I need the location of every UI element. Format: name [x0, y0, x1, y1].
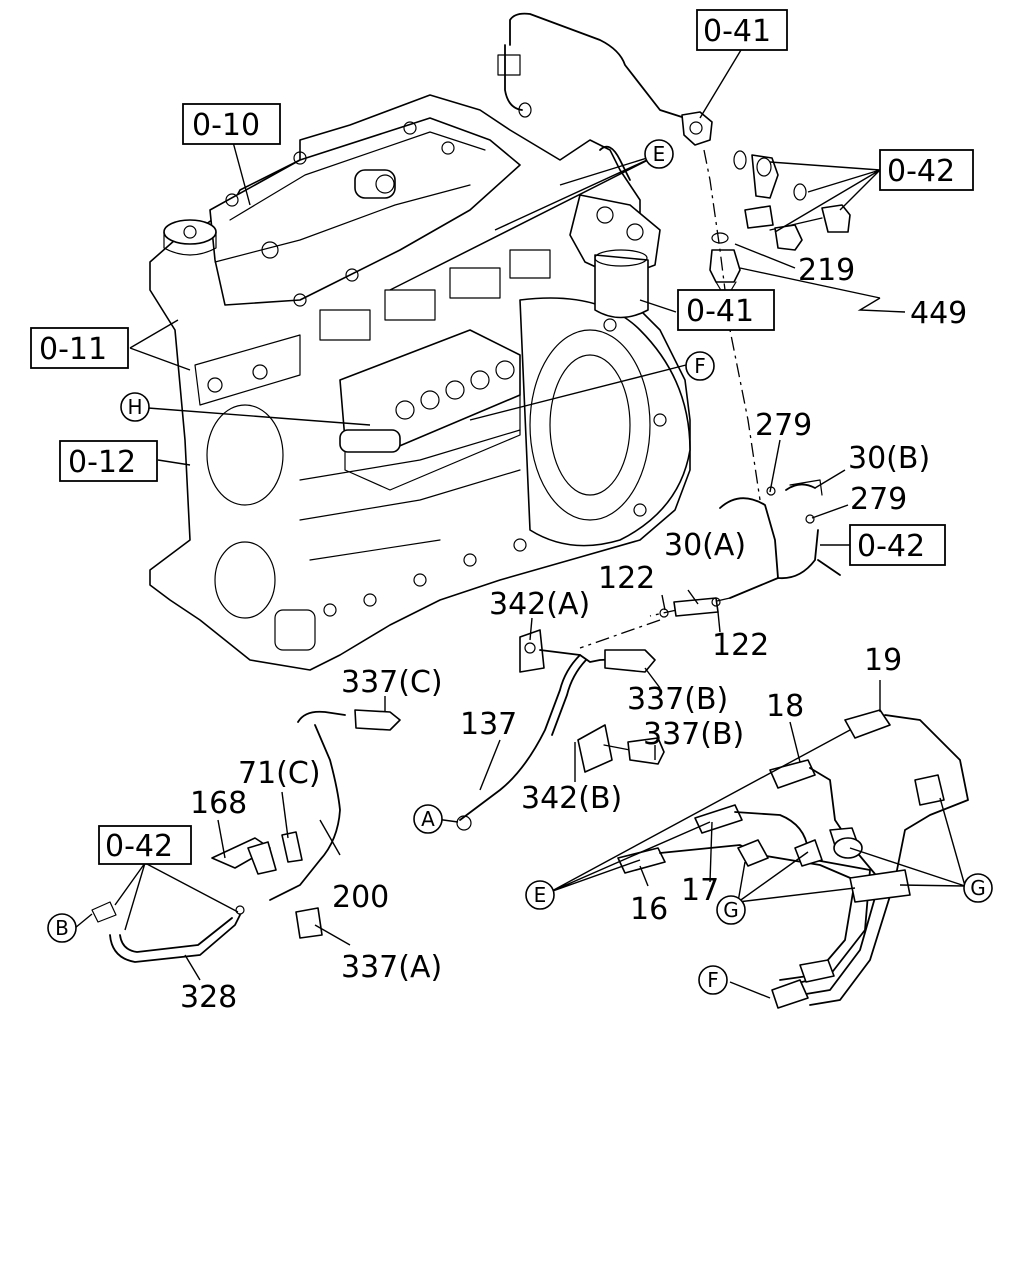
part-labels: 219 449 279 30(B) 279 30(A) 122 122 342(…	[180, 253, 967, 1015]
ref-box-0-42-mid	[849, 524, 946, 566]
part-label-219: 219	[798, 253, 855, 288]
marker-circle-e-top	[644, 139, 674, 169]
marker-label-f-top: F	[694, 354, 706, 378]
marker-label-e-bottom: E	[534, 883, 547, 907]
marker-label-f-bottom: F	[707, 968, 719, 992]
circle-markers: E F H A B E G G F	[47, 139, 993, 995]
part-label-19: 19	[864, 643, 902, 678]
ref-box-0-10	[182, 103, 281, 145]
marker-label-h: H	[127, 395, 142, 419]
marker-circle-f-bottom	[698, 965, 728, 995]
injection-pipes	[617, 709, 969, 1009]
ref-label-0-10: 0-10	[192, 108, 260, 143]
part-label-122-a: 122	[598, 561, 655, 596]
ref-box-0-11	[30, 327, 129, 369]
hose-assembly	[579, 479, 841, 649]
ref-box-0-12	[59, 440, 158, 482]
ref-label-0-42-low: 0-42	[105, 829, 173, 864]
ref-label-0-12: 0-12	[68, 445, 136, 480]
part-label-279-b: 279	[850, 482, 907, 517]
marker-circle-a	[413, 804, 443, 834]
leader-lines	[74, 49, 966, 999]
marker-circle-g-right	[963, 873, 993, 903]
part-label-16: 16	[630, 892, 668, 927]
marker-circle-g-left	[716, 895, 746, 925]
ref-box-0-41-mid	[677, 289, 775, 331]
part-label-279-a: 279	[755, 408, 812, 443]
part-label-449: 449	[910, 296, 967, 331]
ref-box-0-41-top	[696, 9, 788, 51]
ref-label-0-42-top: 0-42	[887, 154, 955, 189]
part-label-30b: 30(B)	[848, 441, 930, 476]
part-label-18: 18	[766, 689, 804, 724]
part-label-342b: 342(B)	[521, 781, 622, 816]
part-label-342a: 342(A)	[489, 587, 590, 622]
ref-label-0-42-mid: 0-42	[857, 529, 925, 564]
engine-assembly	[149, 94, 691, 671]
ref-label-0-11: 0-11	[39, 332, 107, 367]
reference-boxes: 0-41 0-10 0-42 0-41 0-11 0-12 0-42 0-42	[30, 9, 974, 865]
marker-label-a: A	[421, 807, 435, 831]
marker-circle-f-top	[685, 351, 715, 381]
part-label-71c: 71(C)	[238, 756, 321, 791]
marker-label-e-top: E	[653, 142, 666, 166]
marker-label-g-right: G	[970, 876, 986, 900]
marker-label-g-left: G	[723, 898, 739, 922]
ref-box-0-42-top	[879, 149, 974, 191]
part-label-200: 200	[332, 880, 389, 915]
part-label-137: 137	[460, 707, 517, 742]
part-label-337c: 337(C)	[341, 665, 443, 700]
ref-label-0-41-mid: 0-41	[686, 294, 754, 329]
part-label-122-b: 122	[712, 628, 769, 663]
ref-box-0-42-low	[98, 825, 192, 865]
marker-label-b: B	[55, 916, 69, 940]
part-label-30a: 30(A)	[664, 528, 746, 563]
ref-label-0-41-top: 0-41	[703, 14, 771, 49]
part-label-17: 17	[681, 873, 719, 908]
part-label-337b-bottom: 337(B)	[643, 717, 744, 752]
marker-circle-e-bottom	[525, 880, 555, 910]
marker-circle-h	[120, 392, 150, 422]
part-label-328: 328	[180, 980, 237, 1015]
marker-circle-b	[47, 913, 77, 943]
part-label-168: 168	[190, 786, 247, 821]
part-label-337a: 337(A)	[341, 950, 442, 985]
part-label-337b-top: 337(B)	[627, 682, 728, 717]
fuel-return-assembly	[497, 12, 851, 501]
